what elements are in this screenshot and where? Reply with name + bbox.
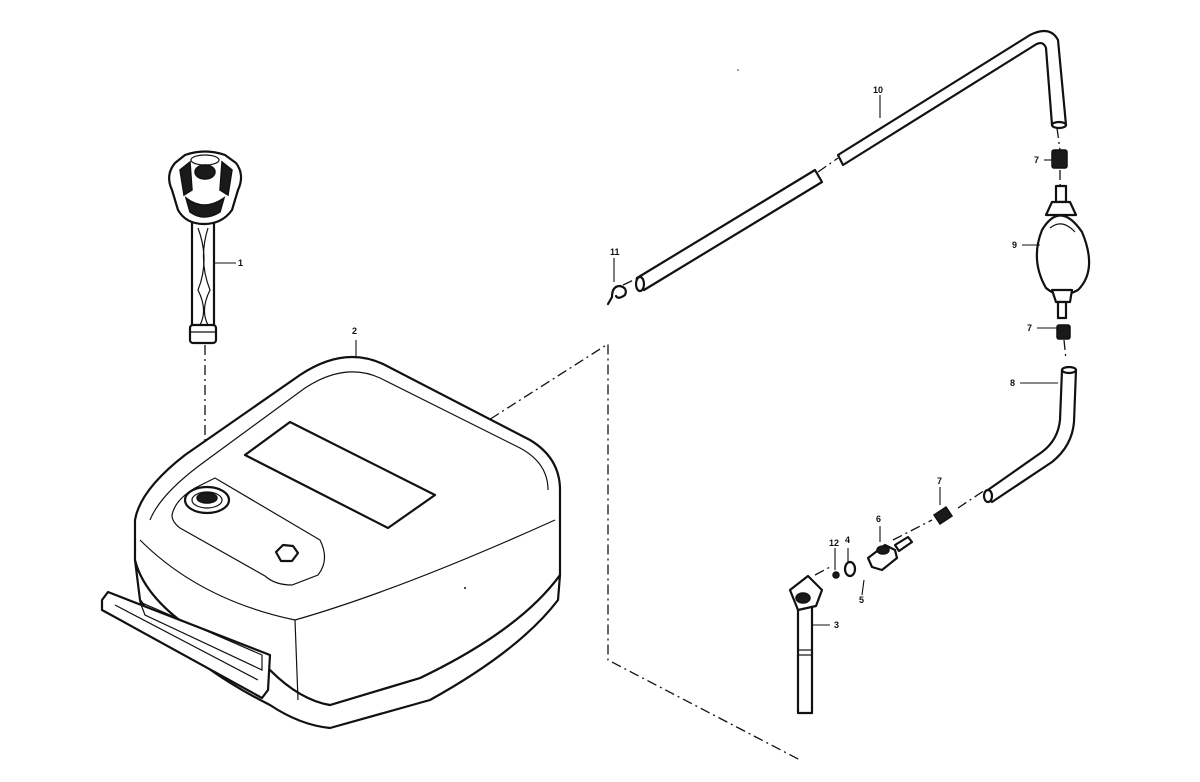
callout-8: 8: [1010, 378, 1015, 388]
callout-7-fitting-lower: 7: [937, 476, 942, 486]
tank-connector: [866, 535, 914, 572]
callout-leaders: [214, 95, 1058, 626]
small-fitting-parts: [832, 560, 857, 579]
callout-labels: 1 2 3 4 5 6 7 7 7 8 9 10 11 12: [238, 85, 1039, 630]
primer-bulb: [1035, 184, 1091, 320]
callout-10: 10: [873, 85, 883, 95]
callout-7-fitting-upper: 7: [1034, 155, 1039, 165]
callout-4: 4: [845, 535, 850, 545]
callout-2: 2: [352, 326, 357, 336]
upper-fuel-hose: [634, 29, 1068, 293]
fuel-tank: [100, 355, 562, 730]
callout-6: 6: [876, 514, 881, 524]
hose-clamp-fittings: [932, 149, 1071, 526]
pickup-tube-elbow: [788, 574, 824, 715]
lower-fuel-hose: [982, 365, 1078, 504]
fuel-gauge-cap: [168, 150, 243, 345]
callout-3: 3: [834, 620, 839, 630]
callout-7-fitting-middle: 7: [1027, 323, 1032, 333]
callout-1: 1: [238, 258, 243, 268]
callout-11: 11: [610, 247, 620, 257]
callout-12: 12: [829, 538, 839, 548]
hose-clip: [606, 284, 627, 306]
callout-5: 5: [859, 595, 864, 605]
callout-9: 9: [1012, 240, 1017, 250]
